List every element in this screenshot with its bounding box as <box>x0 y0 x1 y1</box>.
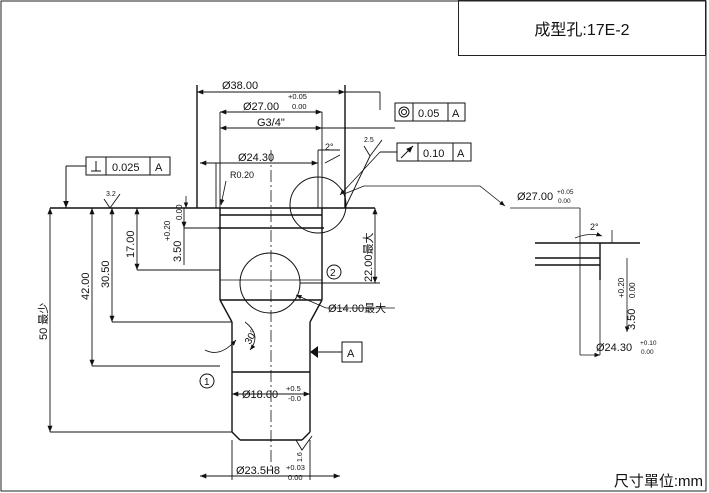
detail-tol-up: +0.20 <box>617 277 626 298</box>
detail-circle-mid <box>239 252 301 314</box>
detail-view: Ø27.00 +0.05 0.00 2° +0.20 0.00 3.50 Ø24… <box>510 189 657 358</box>
fcf-perpendicularity: 0.025 A <box>63 156 171 208</box>
dim-d38: Ø38.00 <box>222 80 258 92</box>
callout-2: 2 <box>330 268 336 279</box>
fcf-perpendicularity-datum: A <box>155 162 163 174</box>
detail-350: 3.50 <box>626 309 638 330</box>
fcf-runout: 0.10 A <box>380 142 472 162</box>
roughness-symbol-16 <box>295 435 313 451</box>
fcf-perpendicularity-value: 0.025 <box>112 162 140 174</box>
callout-1: 1 <box>204 377 210 388</box>
dim-d18-tol-up: +0.5 <box>286 384 301 393</box>
dim-350: 3.50 <box>172 241 184 262</box>
fcf-runout-value: 0.10 <box>423 148 444 160</box>
dim-r020: R0.20 <box>230 170 254 180</box>
drawing-title: 成型孔:17E-2 <box>534 22 630 39</box>
detail-d24: Ø24.30 <box>596 342 632 354</box>
detail-angle2: 2° <box>590 222 599 232</box>
dim-d38-tol-low: 0.00 <box>292 102 307 111</box>
roughness-symbol-25 <box>344 139 383 209</box>
callout-circle-2 <box>326 264 342 280</box>
detail-d27-tol-up: +0.05 <box>557 189 574 196</box>
detail-d27-tol-low: 0.00 <box>558 198 571 205</box>
dim-50: 50 最少 <box>37 303 50 340</box>
dim-d38-tol-up: +0.05 <box>288 92 307 101</box>
dim-d18: Ø18.00 <box>242 389 278 401</box>
dim-h-tol-up: +0.20 <box>163 220 172 241</box>
runout-icon <box>400 145 414 159</box>
unit-label: 尺寸單位:mm <box>613 473 703 490</box>
roughness-32: 3.2 <box>106 191 116 198</box>
fcf-runout-datum: A <box>457 148 465 160</box>
dim-h-tol-low: 0.00 <box>175 204 184 220</box>
dim-angle30: 30° <box>243 328 260 347</box>
dim-d14: Ø14.00最大 <box>328 301 386 315</box>
dim-d18-tol-low: -0.0 <box>288 394 301 403</box>
detail-leader <box>343 185 506 207</box>
detail-d24-tol-low: 0.00 <box>641 349 654 356</box>
detail-d27: Ø27.00 <box>517 191 553 203</box>
datum-a-label: A <box>347 348 355 360</box>
title-block: 成型孔:17E-2 <box>458 0 706 56</box>
roughness-25: 2.5 <box>364 137 374 144</box>
dim-d235-tol-low: 0.00 <box>288 473 303 482</box>
dim-3050: 30.50 <box>100 260 112 288</box>
detail-d24-tol-up: +0.10 <box>640 340 657 347</box>
concentricity-icon <box>398 106 410 118</box>
dim-17: 17.00 <box>125 230 137 258</box>
detail-tol-low: 0.00 <box>628 282 637 298</box>
dim-42: 42.00 <box>80 272 92 300</box>
dim-d235: Ø23.5H8 <box>236 465 280 477</box>
dim-22: 22.00最大 <box>361 232 375 282</box>
fcf-concentricity-value: 0.05 <box>418 108 439 120</box>
callout-circle-1 <box>199 373 215 389</box>
roughness-16: 1.6 <box>297 452 304 462</box>
fcf-concentricity: 0.05 A <box>394 102 466 122</box>
part-profile <box>50 85 375 441</box>
datum-a: A <box>310 341 363 363</box>
dim-d235-tol-up: +0.03 <box>286 463 305 472</box>
fcf-concentricity-datum: A <box>452 108 460 120</box>
dim-d24: Ø24.30 <box>238 152 274 164</box>
dim-g34: G3/4" <box>257 117 285 129</box>
dim-angle2: 2° <box>325 142 334 152</box>
dim-d27: Ø27.00 <box>243 101 279 113</box>
